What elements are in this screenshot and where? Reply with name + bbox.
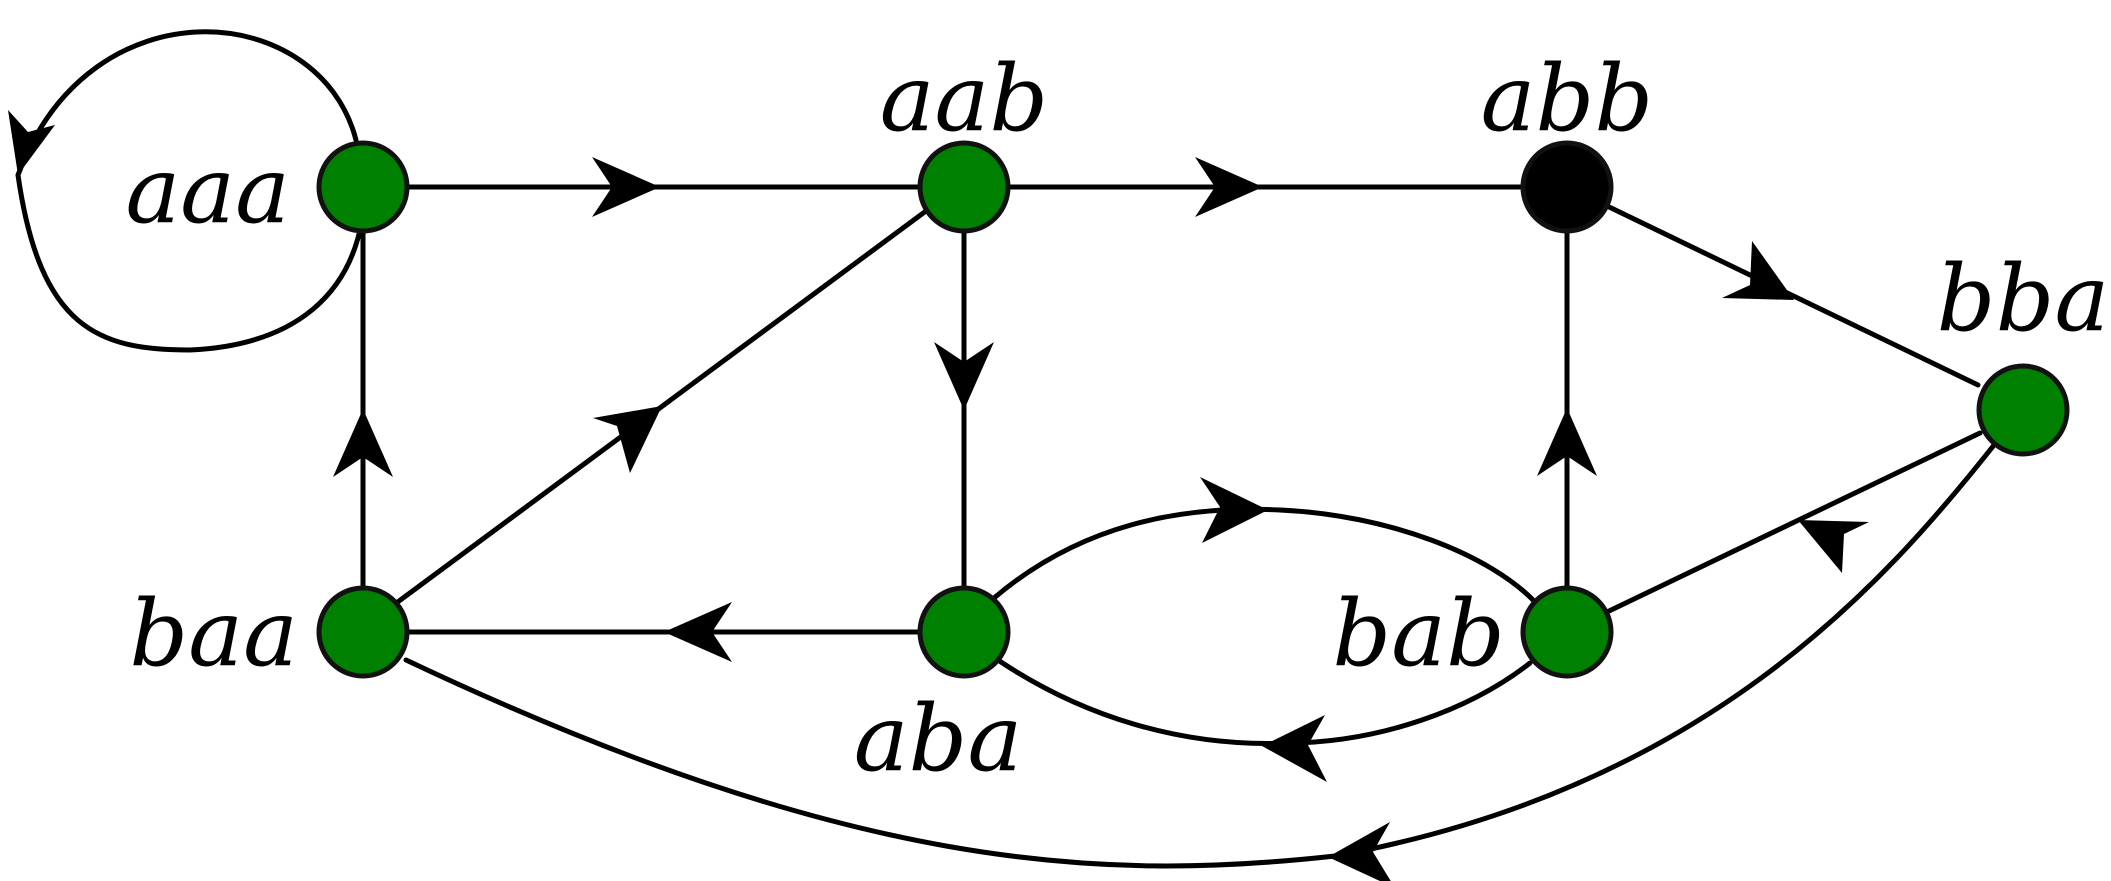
arrowhead-abb-bba bbox=[1722, 241, 1794, 300]
node-baa bbox=[316, 585, 410, 679]
node-bba bbox=[1976, 363, 2070, 457]
arrowheads bbox=[8, 110, 1869, 881]
arrowhead-aba-baa bbox=[664, 602, 732, 662]
node-aaa bbox=[316, 140, 410, 234]
arrowhead-baa-aab bbox=[593, 406, 662, 473]
arrowhead-aab-aba bbox=[934, 342, 994, 410]
arrowhead-bba-bab bbox=[1798, 520, 1869, 573]
arrowhead-bab-abb bbox=[1537, 408, 1597, 476]
arrowhead-aba-bab bbox=[1200, 477, 1268, 543]
node-abb bbox=[1520, 140, 1614, 234]
edge-baa-aab bbox=[392, 205, 933, 607]
label-abb: abb bbox=[1481, 45, 1654, 152]
edge-bba-baa bbox=[403, 437, 2001, 869]
edge-aba-bab bbox=[991, 506, 1538, 605]
edge-abb-bba bbox=[1602, 202, 1981, 388]
node-aab bbox=[917, 140, 1011, 234]
arrowhead-aaa-aab bbox=[592, 157, 660, 217]
label-baa: baa bbox=[129, 580, 298, 687]
node-bab bbox=[1520, 585, 1614, 679]
arrowhead-baa-aaa bbox=[333, 409, 393, 477]
edge-bba-bab bbox=[1604, 430, 1983, 615]
label-aba: aba bbox=[854, 685, 1023, 792]
label-aab: aab bbox=[880, 45, 1049, 152]
node-aba bbox=[917, 585, 1011, 679]
arrowhead-bba-baa bbox=[1328, 822, 1391, 881]
arrowhead-aab-abb bbox=[1195, 157, 1263, 217]
arrowhead-aaa-aaa bbox=[8, 110, 55, 175]
label-bba: bba bbox=[1937, 245, 2110, 352]
node-labels: aaa aab abb bba baa aba bab bbox=[125, 45, 2109, 792]
nodes bbox=[316, 140, 2070, 679]
label-bab: bab bbox=[1332, 580, 1505, 687]
label-aaa: aaa bbox=[125, 137, 290, 244]
edge-aaa-aaa bbox=[15, 29, 365, 353]
arrowhead-bab-aba bbox=[1262, 715, 1327, 782]
